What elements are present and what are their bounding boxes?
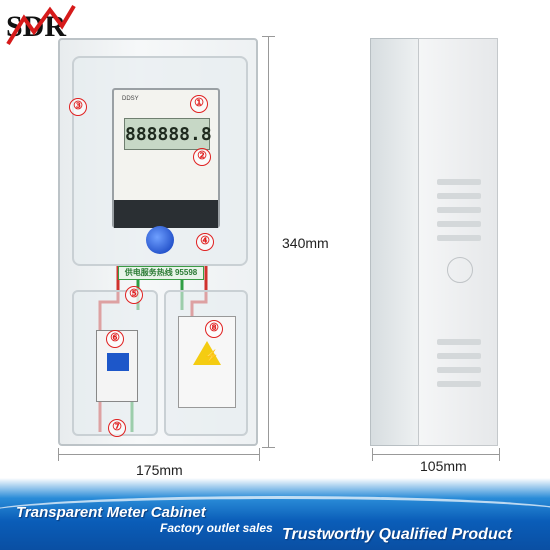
meter-label: DDSY [122,96,139,102]
service-hotline-label: 供电服务热线 95598 [118,266,204,280]
callout-3: ③ [69,98,87,116]
height-label: 340mm [282,235,329,251]
bottom-banner [0,478,550,550]
hazard-triangle-icon [193,341,221,365]
callout-4: ④ [196,233,214,251]
banner-tagline: Trustworthy Qualified Product [282,526,512,543]
meter-cabinet-front: DDSY 888888.8 供电服务热线 95598 ⚡ [58,38,258,446]
lower-right-window: ⚡ [164,290,248,436]
height-dimension-line [268,36,269,448]
breaker-switch [107,353,129,371]
side-body [418,38,498,446]
side-transparent-cover [370,38,420,446]
meter-display: 888888.8 [124,118,212,150]
lightning-icon: ⚡ [204,349,219,363]
callout-1: ① [190,95,208,113]
meter-cabinet-side [370,38,498,446]
blue-knob [146,226,174,254]
electric-meter: DDSY 888888.8 [112,88,220,228]
width-dimension-line [58,454,260,455]
callout-6: ⑥ [106,330,124,348]
knockout-circle [447,257,473,283]
callout-2: ② [193,148,211,166]
callout-7: ⑦ [108,419,126,437]
banner-subtitle: Factory outlet sales [160,521,273,535]
callout-8: ⑧ [205,320,223,338]
width-label: 175mm [136,462,183,478]
upper-window: DDSY 888888.8 [72,56,248,266]
lower-left-window [72,290,158,436]
meter-terminal-block [114,200,218,228]
depth-dimension-line [372,454,500,455]
depth-label: 105mm [420,458,467,474]
banner-title: Transparent Meter Cabinet [16,504,206,521]
callout-5: ⑤ [125,286,143,304]
brand-logo: SDR [4,4,76,48]
